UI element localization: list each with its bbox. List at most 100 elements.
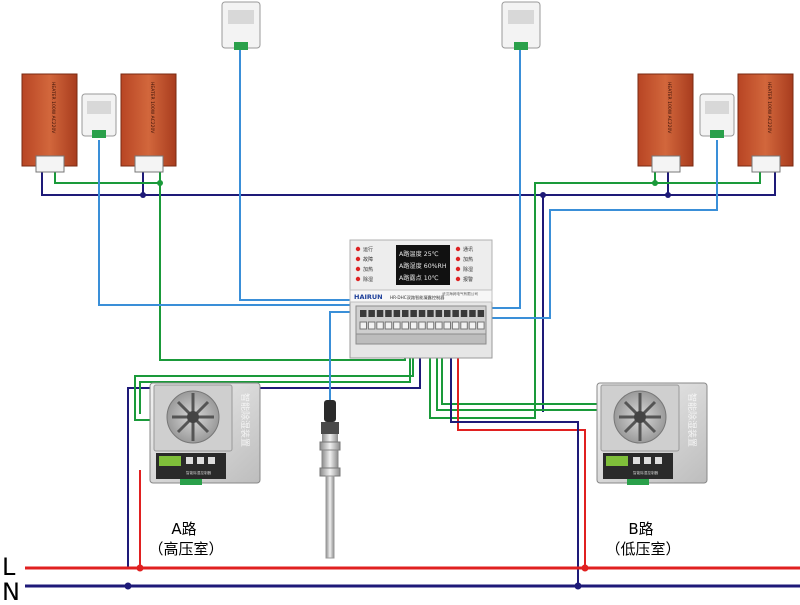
terminal-screw [360,310,367,317]
sensor-top-b [501,1,541,50]
heater-a2: HEATER 100W AC220V [120,73,177,173]
section-a-title: A路 [171,520,196,538]
section-a-subtitle: （高压室） [148,540,223,558]
heater-b1: HEATER 100W AC220V [637,73,694,173]
terminal-screw [427,310,434,317]
terminal-slot [384,321,393,330]
terminal-screws [359,310,485,330]
led-indicator [355,246,361,252]
display-row: A路湿度 60%RH [399,262,447,270]
terminal-slot [376,321,384,330]
heater-side-text: HEATER 100W AC220V [149,82,155,134]
neutral-wire-dehum-b [450,345,579,586]
dehumidifier-b: 智能除湿装置 智能除湿控制器 [596,382,708,485]
sensor-left [81,93,117,138]
section-b-subtitle: （低压室） [605,540,680,558]
controller: 运行 故障 加热 除湿 A路温度 25℃ A路湿度 60%RH A路露点 10℃… [349,239,493,359]
terminal-screw [469,310,476,317]
neutral-wire-controller-a [127,345,421,568]
terminal-slot [418,321,426,330]
terminal-slot [443,321,451,330]
dehumidifier-panel-label: 智能除湿控制器 [633,470,659,475]
terminal-screw [376,310,384,317]
led-label: 加热 [363,266,373,273]
controller-display [396,245,450,285]
terminal-screw [460,310,468,317]
junction-dot [574,582,582,590]
green-wire-dehum-a [134,345,414,421]
terminal-slot [468,321,477,330]
terminal-slot [359,321,367,330]
red-wire-dehum-b [457,345,586,568]
sensor-top-a [221,1,261,50]
terminal-slot [393,321,401,330]
terminal-screw [444,310,451,317]
led-label: 除湿 [463,266,473,273]
heater-side-text: HEATER 100W AC220V [50,82,56,134]
heater-a1: HEATER 100W AC220V [21,73,78,173]
led-indicator [455,276,461,282]
heater-b2: HEATER 100W AC220V [737,73,794,173]
heater-side-text: HEATER 100W AC220V [666,82,672,134]
terminal-screw [435,310,443,317]
led-label: 报警 [463,276,473,283]
terminal-slot [426,321,435,330]
junction-dot [136,564,144,572]
blue-wire-sensor-left [98,140,420,306]
display-row: A路温度 25℃ [399,250,439,258]
controller-model: HR-DHC双路智能凝露控制器 [390,294,445,301]
led-indicator [355,266,361,272]
led-label: 故障 [363,256,373,263]
section-b-title: B路 [628,520,653,538]
led-label: 运行 [363,246,373,253]
blue-wire-sensor-right [448,140,718,319]
terminal-slot [409,321,418,330]
led-label: 除湿 [363,276,373,283]
terminal-screw [410,310,417,317]
junction-dot [157,180,163,186]
heater-terminal [134,155,164,173]
green-wire-dehum-a2 [139,345,411,414]
terminal-slot [401,321,409,330]
led-indicator [455,246,461,252]
terminal-slot [477,321,485,330]
controller-left-leds: 运行 故障 加热 除湿 [355,246,373,283]
controller-company: 武汉海润电气有限公司 [442,291,478,296]
terminal-slot [367,321,376,330]
controller-right-leds: 通讯 加热 除湿 报警 [455,246,473,283]
terminal-slot [435,321,443,330]
green-wire-dehum-b2 [441,345,598,405]
terminal-screw [452,310,459,317]
heater-terminal [751,155,781,173]
terminal-slot [460,321,468,330]
heater-terminal [651,155,681,173]
heater-terminal [35,155,65,173]
heater-side-text: HEATER 100W AC220V [766,82,772,134]
led-indicator [355,276,361,282]
terminal-screw [393,310,401,317]
led-indicator [455,266,461,272]
junction-dot [140,192,146,198]
led-indicator [355,256,361,262]
neutral-label: N [2,578,20,605]
led-label: 通讯 [463,246,473,253]
junction-dot [652,180,658,186]
junction-dot [665,192,671,198]
dehumidifier-panel-label: 智能除湿控制器 [186,470,212,475]
dehumidifier-side-text: 智能除湿装置 [239,393,251,447]
terminal-screw [477,310,485,317]
led-indicator [455,256,461,262]
terminal-slot [451,321,460,330]
green-wire-dehum-b [436,345,598,411]
terminal-screw [402,310,409,317]
junction-dot [540,192,546,198]
temperature-probe [319,400,341,559]
junction-dot [124,582,132,590]
dehumidifier-side-text: 智能除湿装置 [686,393,698,447]
sensor-right [699,93,735,138]
terminal-screw [418,310,426,317]
terminal-screw [385,310,392,317]
terminal-screw [368,310,375,317]
junction-dot [581,564,589,572]
